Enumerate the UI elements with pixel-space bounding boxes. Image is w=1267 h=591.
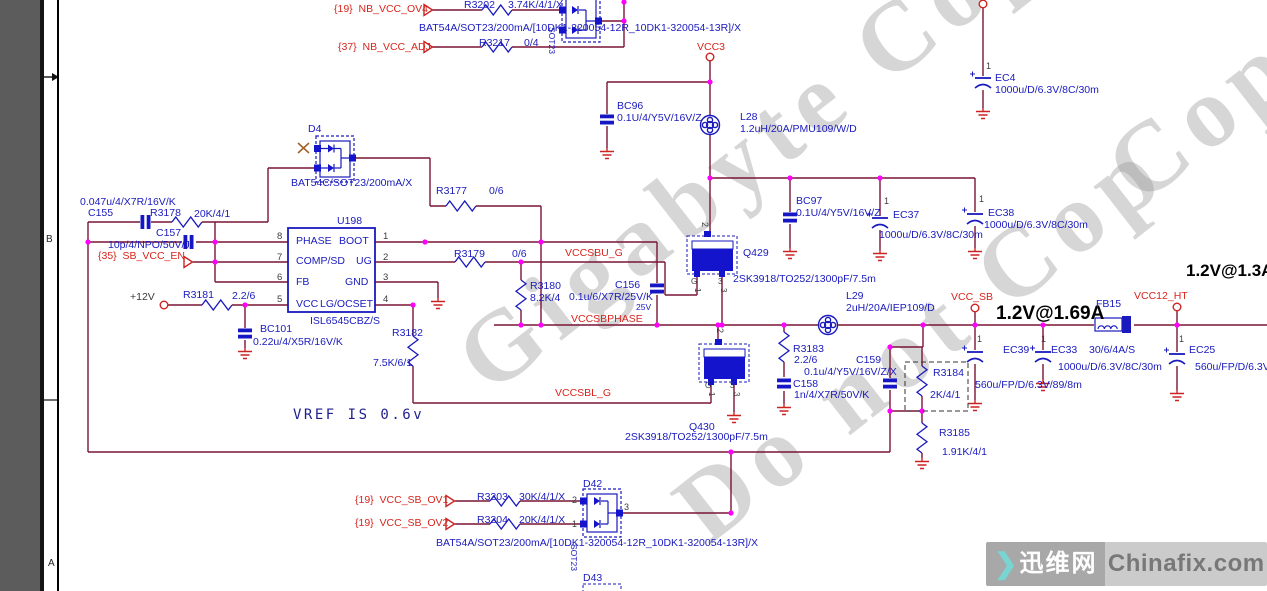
left-panel-strip — [0, 0, 40, 591]
no-connect-x-icon — [297, 142, 310, 154]
junction-dots — [85, 0, 1180, 516]
left-panel-edge — [40, 0, 44, 591]
chinafix-logo-left: ❯ 迅维网 — [986, 542, 1106, 586]
sheet-row-label-a: A — [48, 558, 55, 569]
sheet-row-label-b: B — [46, 234, 53, 245]
schematic-wires — [87, 2, 1267, 525]
q430-mosfet-symbol — [698, 339, 750, 385]
u198-block — [287, 227, 376, 313]
d43-diode-symbol — [582, 583, 622, 591]
resistor-symbols — [171, 4, 928, 530]
r3184-dashed-frame — [904, 361, 969, 412]
fb15-symbol — [1094, 315, 1134, 335]
chevron-icon: ❯ — [994, 548, 1018, 579]
inductor-symbols — [699, 114, 839, 336]
d41-diode-symbol — [559, 0, 602, 43]
logo-en-text: Chinafix.com — [1105, 542, 1267, 586]
sheet-border-line — [57, 0, 59, 591]
d42-diode-symbol — [580, 488, 623, 538]
d4-diode-symbol — [314, 135, 356, 183]
ground-symbols — [237, 107, 1185, 470]
electrolytic-capacitor-symbols — [866, 70, 1186, 365]
chinafix-logo: ❯ 迅维网 Chinafix.com — [986, 542, 1267, 586]
logo-cn-text: 迅维网 — [1019, 550, 1098, 577]
q429-mosfet-symbol — [686, 231, 738, 277]
power-port-symbols — [159, 0, 1182, 531]
gutter-marks — [43, 73, 59, 401]
